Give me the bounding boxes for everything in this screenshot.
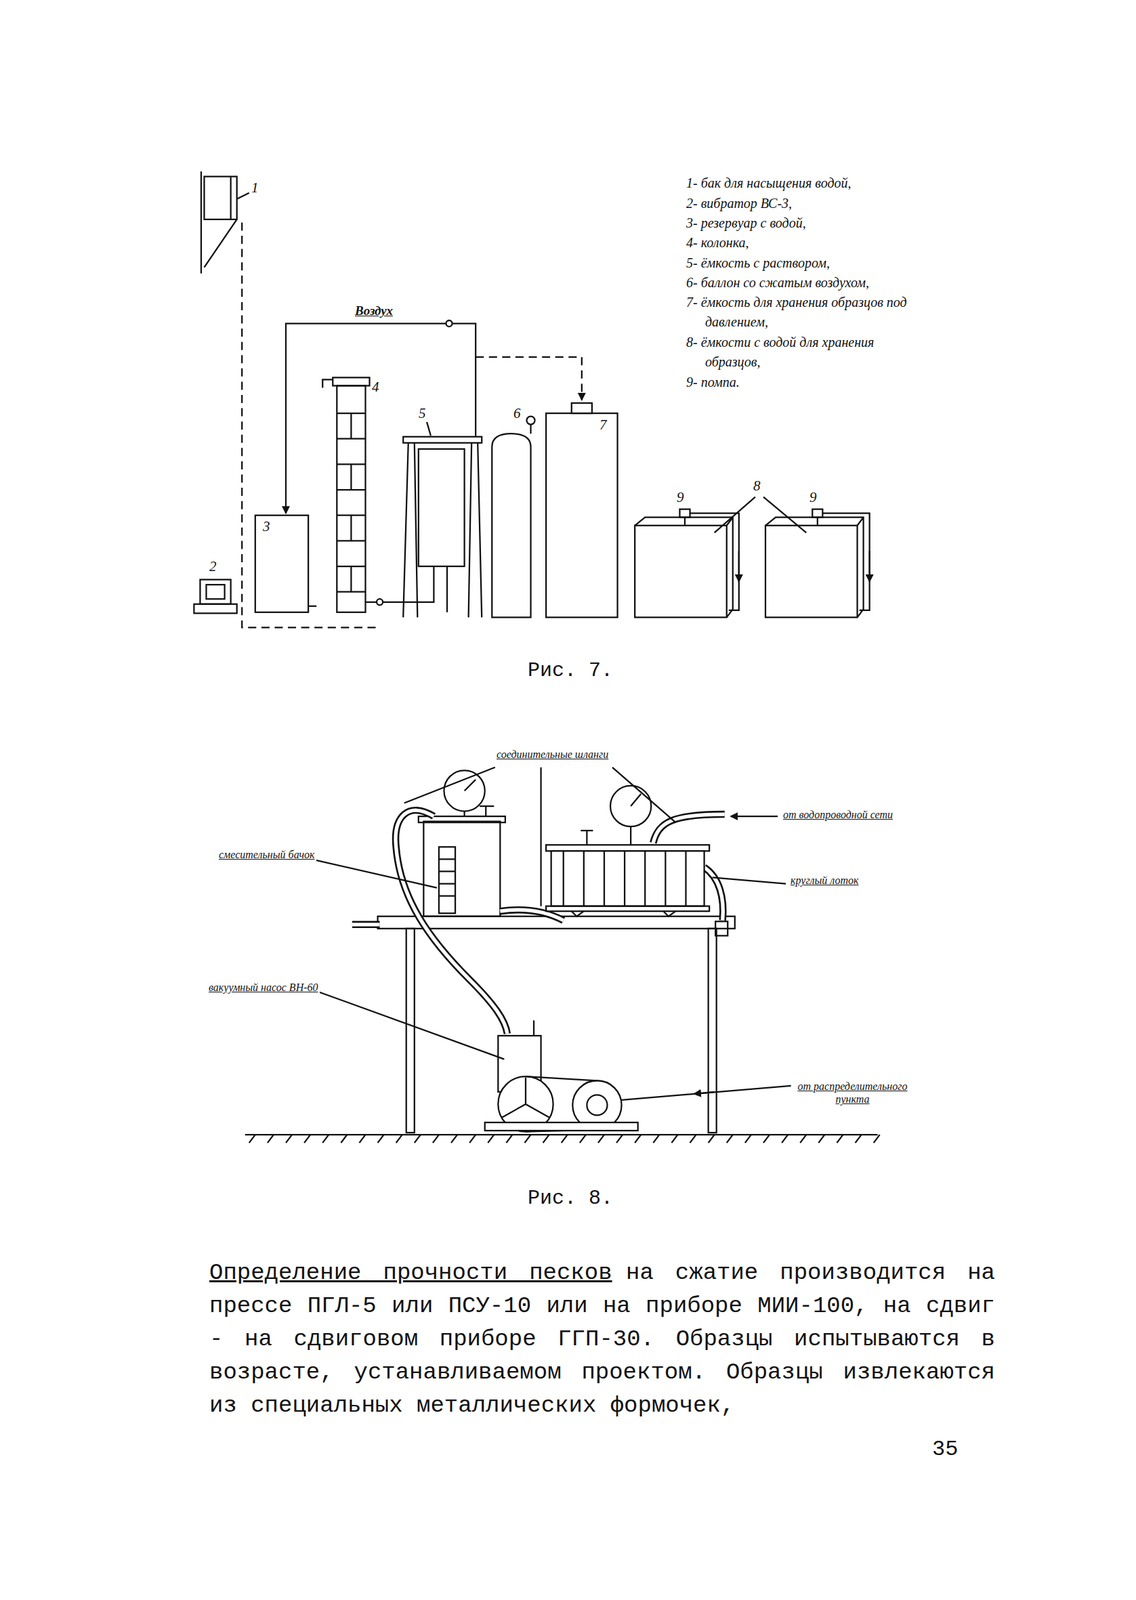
part-label: соединительные шланги — [495, 747, 610, 761]
callout-number: 3 — [261, 518, 272, 536]
body-heading: Определение прочности песков — [209, 1259, 613, 1286]
part-label: вакуумный насос ВН-60 — [207, 980, 320, 994]
callout-number: 2 — [207, 558, 219, 576]
page-number: 35 — [932, 1436, 958, 1463]
part-label: от водопроводной сети — [781, 808, 895, 822]
key-line: 6- баллон со сжатым воздухом, — [686, 272, 925, 293]
callout-number: 7 — [598, 416, 609, 434]
figure-7 — [193, 171, 870, 628]
figure-8 — [245, 767, 880, 1143]
figure-caption: Рис. 8. — [527, 1186, 614, 1211]
callout-number: 5 — [417, 405, 428, 423]
part-label: смесительный бачок — [217, 848, 317, 861]
callout-number: 9 — [808, 489, 819, 507]
callout-number: 9 — [675, 489, 686, 507]
key-line: 1- бак для насыщения водой, — [686, 173, 925, 194]
callout-number: 4 — [370, 378, 381, 396]
key-line: 3- резервуар с водой, — [686, 213, 925, 234]
part-label: круглый лоток — [789, 873, 860, 887]
callout-number: 6 — [512, 405, 523, 423]
key-line: 5- ёмкость с раствором, — [686, 253, 925, 273]
key-line: 4- колонка, — [686, 233, 925, 253]
key-line: 2- вибратор ВС-3, — [686, 193, 925, 214]
line-label: Воздух — [354, 303, 393, 320]
callout-number: 1 — [249, 179, 261, 197]
key-line: 9- помпа. — [686, 372, 925, 393]
key-line: 8- ёмкости с водой для хранения образцов… — [686, 332, 925, 372]
body-paragraph: Определение прочности песковна сжатие пр… — [209, 1256, 996, 1423]
key-line: 7- ёмкость для хранения образцов под дав… — [686, 292, 925, 332]
part-label: от распределительного пункта — [793, 1079, 912, 1106]
figure-caption: Рис. 7. — [527, 658, 614, 683]
callout-number: 8 — [751, 477, 763, 495]
